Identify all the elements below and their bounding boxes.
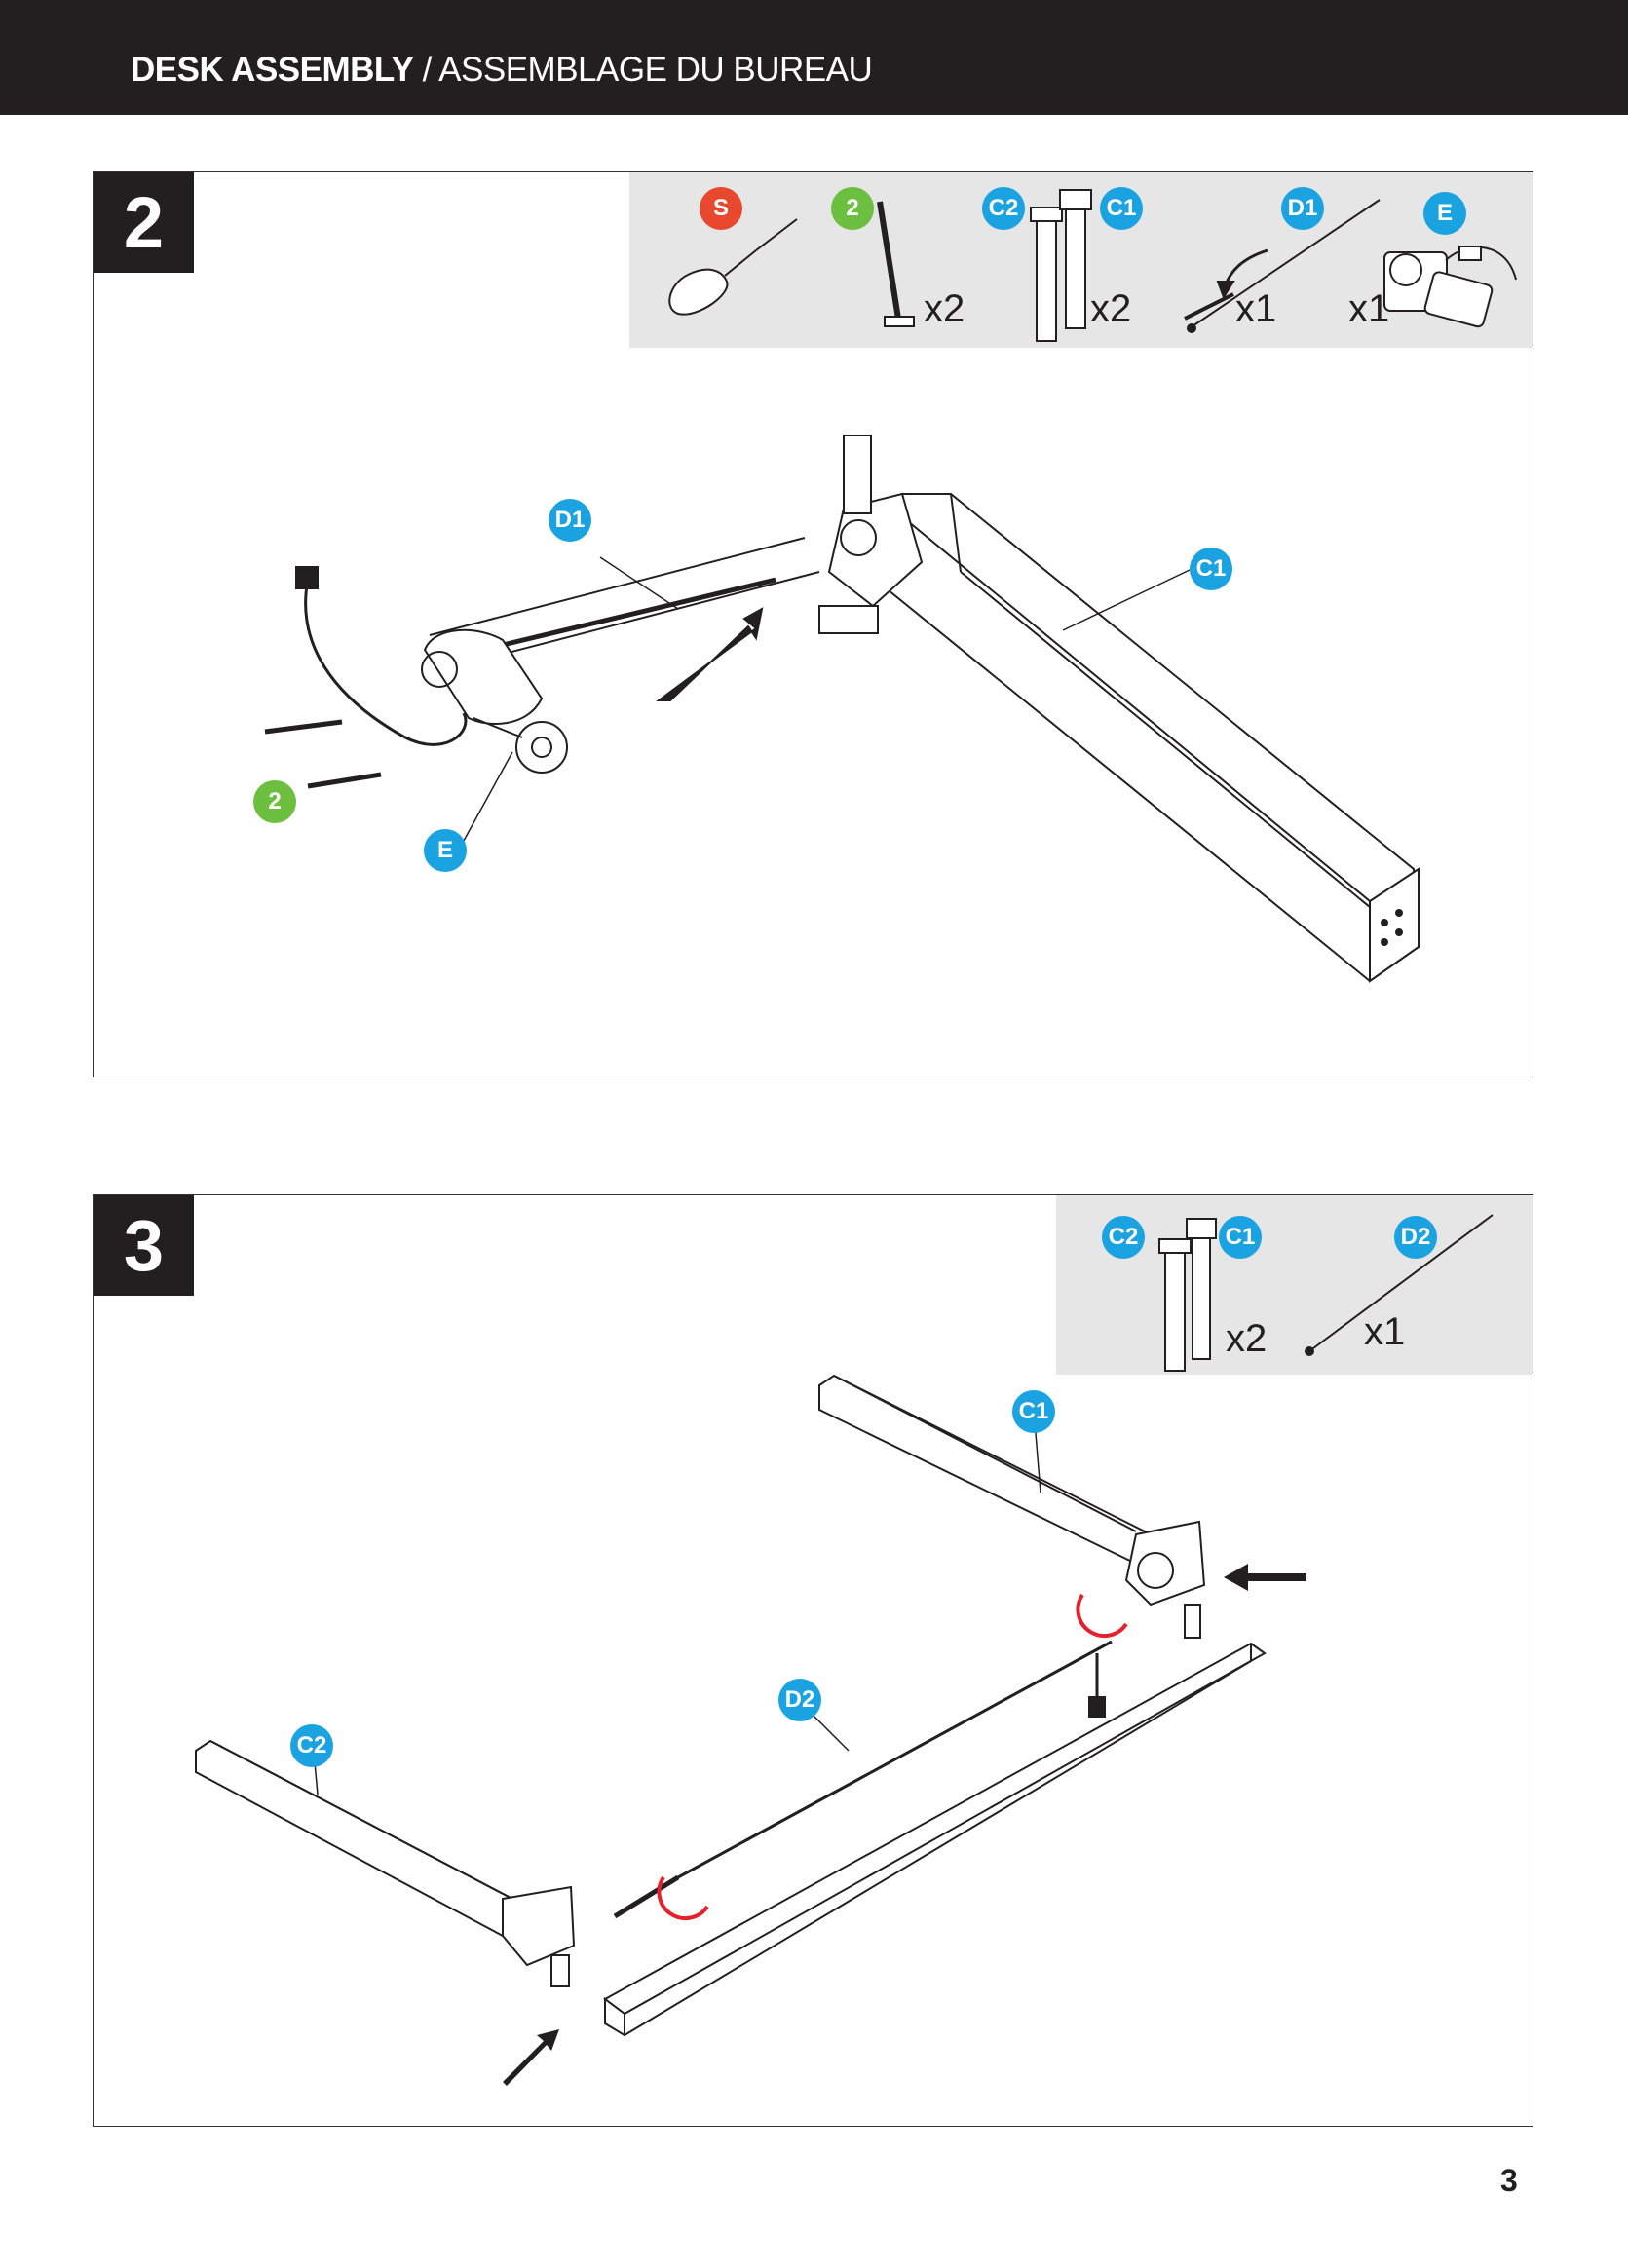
header-title-en: DESK ASSEMBLY	[131, 51, 413, 89]
crossbar	[605, 1644, 1265, 2035]
cable-connector	[1089, 1697, 1105, 1717]
leader-d1	[600, 557, 678, 609]
push-arrow-icon	[659, 609, 762, 700]
callout-c1: C1	[1190, 548, 1232, 590]
step-3-panel: 3 C2 C1 x2 D2 x1	[93, 1194, 1533, 2127]
leader-e	[459, 752, 512, 850]
leg-column-c2	[196, 1741, 574, 1986]
cable-connector	[296, 567, 318, 588]
step-2-panel: 2	[93, 171, 1533, 1077]
header-separator: /	[413, 51, 438, 89]
callout-c1: C1	[1012, 1390, 1055, 1433]
leg-column-c1	[878, 494, 1419, 981]
callout-d1: D1	[549, 499, 591, 542]
callout-d2: D2	[778, 1679, 821, 1721]
callout-c2: C2	[290, 1724, 333, 1767]
page-number: 3	[1500, 2163, 1518, 2199]
page-header: DESK ASSEMBLY / ASSEMBLAGE DU BUREAU	[0, 0, 1628, 115]
header-title: DESK ASSEMBLY / ASSEMBLAGE DU BUREAU	[131, 51, 872, 90]
callout-e: E	[424, 829, 467, 872]
callout-screw: 2	[253, 780, 296, 823]
drive-shaft-d1	[503, 580, 776, 645]
motor-e	[422, 630, 567, 773]
step-3-illustration	[94, 1195, 1534, 2128]
screw-icon	[265, 722, 381, 786]
header-title-fr: ASSEMBLAGE DU BUREAU	[438, 51, 872, 89]
step-2-illustration	[94, 172, 1534, 1078]
